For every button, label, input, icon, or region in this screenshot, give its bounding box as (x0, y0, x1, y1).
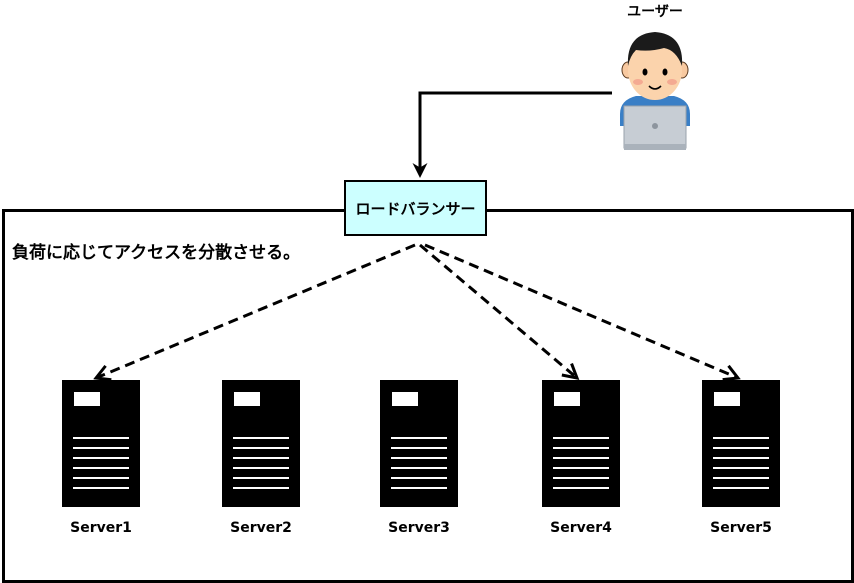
load-balancer-box: ロードバランサー (344, 180, 487, 236)
lb-to-server5-arrow (424, 243, 738, 378)
server-icon (380, 380, 458, 507)
server5-label: Server5 (710, 520, 772, 536)
lb-to-server1-arrow (96, 243, 416, 378)
server-icon (62, 380, 140, 507)
server-icon (542, 380, 620, 507)
server4-label: Server4 (550, 520, 612, 536)
user-with-laptop-icon (620, 32, 690, 150)
distribution-caption: 負荷に応じてアクセスを分散させる。 (12, 243, 301, 263)
server-icon (222, 380, 300, 507)
server3-label: Server3 (388, 520, 450, 536)
server2-label: Server2 (230, 520, 292, 536)
server1-label: Server1 (70, 520, 132, 536)
user-label: ユーザー (627, 4, 683, 20)
load-balancer-label: ロードバランサー (355, 199, 476, 218)
user-to-lb-arrow (412, 91, 612, 178)
lb-to-server4-arrow (419, 243, 577, 378)
server-icon (702, 380, 780, 507)
